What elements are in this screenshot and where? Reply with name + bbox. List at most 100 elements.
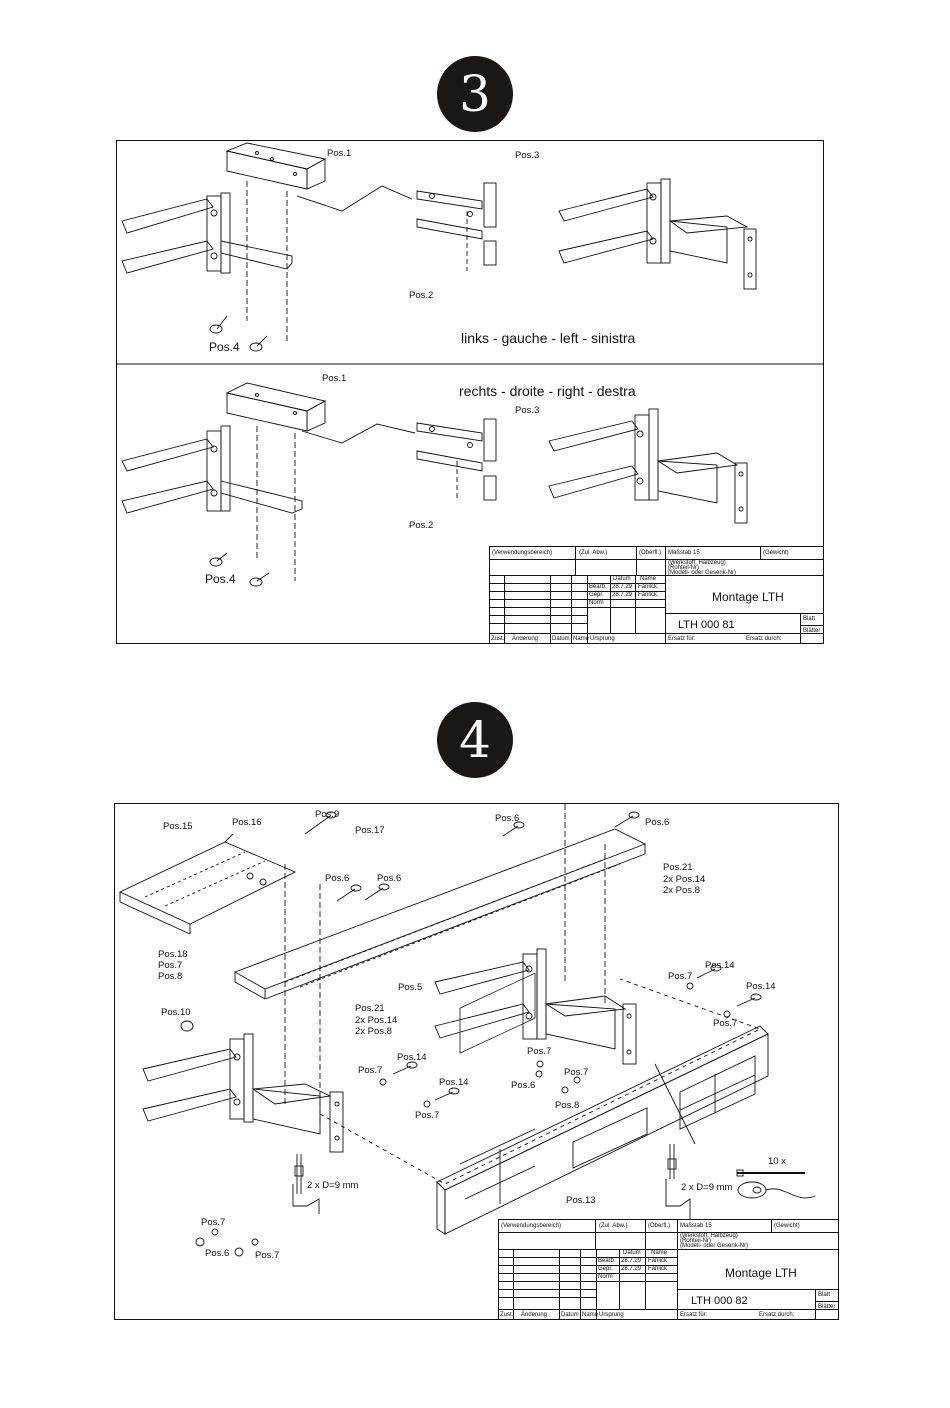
label-pos21-b-14: 2x Pos.14 bbox=[355, 1015, 398, 1026]
tb4-datum2: Datum bbox=[561, 1312, 579, 1318]
tb4-blatt: Blatt bbox=[818, 1292, 831, 1298]
tray-pos15 bbox=[118, 833, 297, 935]
tb4-verwendung: (Verwendungsbereich) bbox=[501, 1223, 562, 1229]
tb4-rohteil: (Rohteil-Nr) bbox=[680, 1238, 712, 1244]
tb3-aenderung: Änderung bbox=[512, 636, 539, 642]
tb3-ersatz-durch: Ersatz durch: bbox=[746, 636, 782, 642]
label-pos10: Pos.10 bbox=[161, 1007, 191, 1018]
tb4-zust: Zust. bbox=[500, 1312, 514, 1318]
tb4-ersatz-fuer: Ersatz für: bbox=[680, 1312, 708, 1318]
label-pos7-b: Pos.7 bbox=[713, 1018, 738, 1029]
tb4-werkstoff: (Werkstoff, Halbzeug) bbox=[680, 1233, 738, 1239]
tb3-bearb: Bearb. bbox=[589, 584, 607, 590]
plates-middle-top bbox=[416, 182, 497, 271]
step-4-drawing bbox=[118, 804, 816, 1257]
step-4-number: 4 bbox=[459, 711, 491, 769]
tray-pos5 bbox=[233, 828, 647, 1000]
tb4-title: Montage LTH bbox=[725, 1266, 797, 1280]
label-pos4-top: Pos.4 bbox=[209, 340, 240, 354]
tb3-werkstoff: (Werkstoff, Halbzeug) bbox=[668, 560, 726, 566]
label-pos17: Pos.17 bbox=[355, 825, 385, 836]
label-pos6-e: Pos.6 bbox=[511, 1080, 536, 1091]
tb3-number: LTH 000 81 bbox=[678, 619, 735, 631]
tb4-name: Name bbox=[651, 1250, 668, 1256]
tb4-bearb: Bearb. bbox=[598, 1258, 616, 1264]
tb3-blaetter: Blätter bbox=[803, 628, 821, 634]
label-pos6-a: Pos.6 bbox=[495, 813, 520, 824]
label-pos6-c: Pos.6 bbox=[325, 873, 350, 884]
tb4-zul-abw: (Zul. Abw.) bbox=[599, 1223, 628, 1229]
label-pos7-f: Pos.7 bbox=[564, 1067, 589, 1078]
label-pos21-b-8: 2x Pos.8 bbox=[355, 1026, 392, 1037]
tb4-aenderung: Änderung bbox=[521, 1312, 548, 1318]
bracket-assembly-left-top bbox=[121, 142, 413, 352]
tb3-name3: Name bbox=[573, 636, 590, 642]
cable-tie-detail bbox=[736, 1169, 816, 1199]
label-pos13: Pos.13 bbox=[566, 1195, 596, 1206]
tb3-name1: Fanlick bbox=[638, 584, 658, 590]
label-pos2-top: Pos.2 bbox=[409, 290, 434, 301]
label-pos7-a: Pos.7 bbox=[668, 971, 693, 982]
label-pos14-a: Pos.14 bbox=[705, 960, 735, 971]
bracket-assembly-right-bottom bbox=[548, 408, 748, 524]
label-pos21-b: Pos.21 bbox=[355, 1003, 385, 1014]
label-pos14-d: Pos.14 bbox=[439, 1077, 469, 1088]
tb4-date1: 28.7.29 bbox=[621, 1258, 642, 1264]
label-pos4-bottom: Pos.4 bbox=[205, 572, 236, 586]
label-pos18: Pos.18 bbox=[158, 949, 188, 960]
label-pos7-h: Pos.7 bbox=[255, 1250, 280, 1261]
label-pos6-f: Pos.6 bbox=[205, 1248, 230, 1259]
tb4-gepr: Gepr. bbox=[598, 1266, 613, 1272]
step-4-badge: 4 bbox=[437, 702, 513, 778]
label-pos3-bottom: Pos.3 bbox=[515, 405, 540, 416]
label-pos8-a: Pos.8 bbox=[555, 1100, 580, 1111]
tb3-norm: Norm bbox=[589, 600, 604, 606]
label-pos7-g: Pos.7 bbox=[201, 1217, 226, 1228]
tb4-ursprung: Ursprung bbox=[599, 1312, 624, 1318]
label-pos15: Pos.15 bbox=[163, 821, 193, 832]
label-pos9: Pos.9 bbox=[315, 809, 340, 820]
tb3-oberfl: (Oberfl.) bbox=[639, 550, 662, 556]
title-block-step3: (Verwendungsbereich) (Zul. Abw.) (Oberfl… bbox=[489, 546, 824, 644]
tb3-modell: (Modell- oder Gesenk-Nr) bbox=[668, 570, 737, 576]
label-pos3-top: Pos.3 bbox=[515, 150, 540, 161]
tb4-name3: Name bbox=[582, 1312, 599, 1318]
bolts-step4 bbox=[180, 811, 762, 1257]
tb3-zust: Zust. bbox=[491, 636, 505, 642]
tb3-datum2: Datum bbox=[552, 636, 570, 642]
tb3-ursprung: Ursprung bbox=[590, 636, 615, 642]
label-pos5: Pos.5 bbox=[398, 982, 423, 993]
tb3-date1: 28.7.29 bbox=[612, 584, 633, 590]
tb4-oberfl: (Oberfl.) bbox=[648, 1223, 671, 1229]
bracket-assembly-left-step4 bbox=[142, 1033, 344, 1214]
label-pos16: Pos.16 bbox=[232, 817, 262, 828]
label-pos21-a: Pos.21 bbox=[663, 862, 693, 873]
label-d9-right: 2 x D=9 mm bbox=[681, 1182, 733, 1193]
label-ten-x: 10 x bbox=[768, 1156, 786, 1167]
tb3-massstab: Maßstab 15 bbox=[668, 550, 700, 556]
step-3-number: 3 bbox=[459, 65, 491, 123]
tb4-ersatz-durch: Ersatz durch: bbox=[759, 1312, 795, 1318]
tb4-date2: 28.7.29 bbox=[621, 1266, 642, 1272]
label-pos2-bottom: Pos.2 bbox=[409, 520, 434, 531]
label-d9-left: 2 x D=9 mm bbox=[307, 1180, 359, 1191]
bracket-assembly-right-step4 bbox=[434, 948, 696, 1219]
tb4-blaetter: Blätter bbox=[818, 1304, 836, 1310]
label-pos7-d: Pos.7 bbox=[415, 1110, 440, 1121]
tb4-name1: Fanlick bbox=[648, 1258, 668, 1264]
step-3-drawing bbox=[117, 142, 823, 587]
bracket-assembly-right-top bbox=[558, 178, 757, 290]
label-pos7-c: Pos.7 bbox=[358, 1065, 383, 1076]
tb4-norm: Norm bbox=[598, 1274, 613, 1280]
tb3-blatt: Blatt bbox=[803, 616, 816, 622]
label-pos18-8: Pos.8 bbox=[158, 971, 183, 982]
tb3-ersatz-fuer: Ersatz für: bbox=[668, 636, 696, 642]
tb4-datum: Datum bbox=[623, 1250, 641, 1256]
plates-middle-bottom bbox=[416, 418, 497, 501]
step-3-badge: 3 bbox=[437, 56, 513, 132]
step-3-drawing-sheet: Pos.1 Pos.3 Pos.2 Pos.4 links - gauche -… bbox=[116, 140, 824, 644]
label-pos14-b: Pos.14 bbox=[746, 981, 776, 992]
label-pos21-a-14: 2x Pos.14 bbox=[663, 874, 706, 885]
tb3-name2: Fanlick bbox=[638, 592, 658, 598]
tb4-gewicht: (Gewicht) bbox=[774, 1223, 800, 1229]
